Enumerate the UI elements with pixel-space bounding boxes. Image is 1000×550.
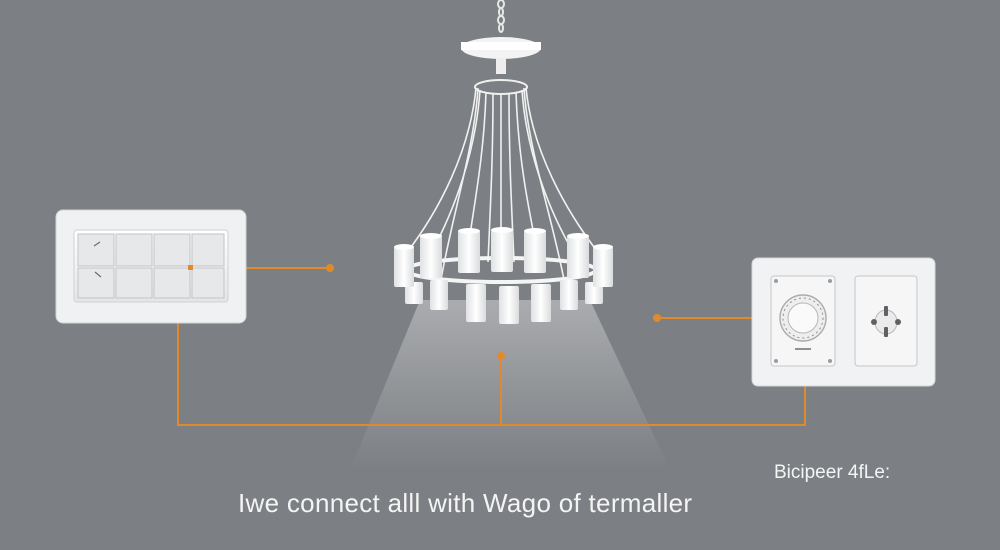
caption: Iwe connect alll with Wago of termaller — [238, 488, 693, 518]
light-switch-panel-icon — [55, 209, 247, 324]
light-beam — [350, 300, 670, 470]
outlet-panel — [751, 257, 936, 387]
side-label: Bicipeer 4fLe: — [774, 462, 891, 483]
wire-node — [326, 264, 334, 272]
wire-node — [653, 314, 661, 322]
wire-switch-down — [177, 305, 806, 426]
wall-outlet-icon — [854, 275, 918, 367]
wiring — [177, 267, 806, 426]
wire-node — [497, 352, 505, 360]
thermostat-dial-icon — [770, 275, 836, 367]
chandelier-icon — [394, 0, 613, 324]
